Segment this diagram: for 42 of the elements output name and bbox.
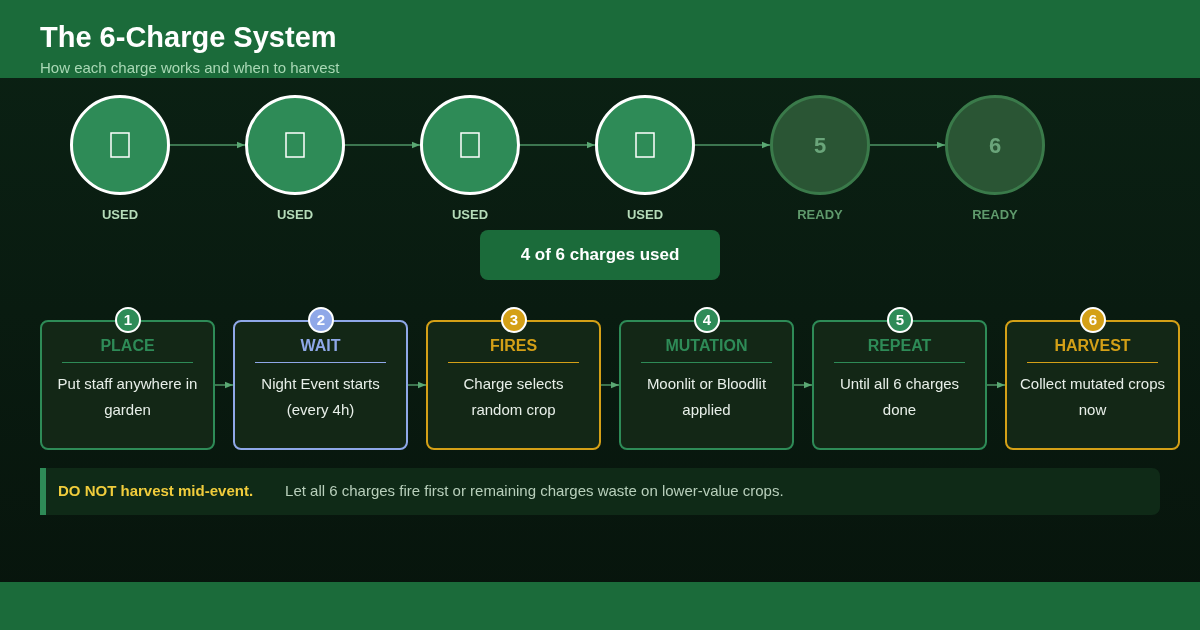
arrow	[986, 381, 1006, 389]
step-number-badge: 6	[1080, 307, 1106, 333]
warning-text: Let all 6 charges fire first or remaining charges waste on lower-value crops.	[285, 481, 784, 502]
step-description: Until all 6 charges done	[838, 374, 961, 420]
step-number-badge: 5	[887, 307, 913, 333]
step-heading: WAIT	[255, 334, 386, 363]
arrow	[169, 141, 246, 149]
status-pill: 4 of 6 charges used	[480, 230, 720, 280]
step-number-badge: 1	[115, 307, 141, 333]
step-heading: REPEAT	[834, 334, 965, 363]
title: The 6-Charge System	[40, 20, 337, 55]
step-heading: HARVEST	[1027, 334, 1158, 363]
arrow	[344, 141, 421, 149]
step-description: Charge selects random crop	[462, 374, 565, 420]
charge-status: USED	[100, 206, 140, 224]
arrow	[793, 381, 813, 389]
arrow	[694, 141, 771, 149]
arrow	[519, 141, 596, 149]
warning-title: DO NOT harvest mid-event.	[58, 481, 254, 502]
charge-status: READY	[796, 206, 844, 224]
step-description: Night Event starts (every 4h)	[260, 374, 381, 420]
step-description: Moonlit or Bloodlit applied	[645, 374, 768, 420]
charge-status: READY	[971, 206, 1019, 224]
step-number-badge: 4	[694, 307, 720, 333]
step-description: Collect mutated crops now	[1018, 374, 1167, 420]
arrow	[214, 381, 234, 389]
charge-number: 5	[813, 131, 827, 160]
warning-banner	[40, 468, 1160, 515]
subtitle: How each charge works and when to harvest	[40, 58, 340, 78]
arrow	[407, 381, 427, 389]
charge-status: USED	[625, 206, 665, 224]
step-number-badge: 2	[308, 307, 334, 333]
arrow	[600, 381, 620, 389]
charge-status: USED	[450, 206, 490, 224]
step-number-badge: 3	[501, 307, 527, 333]
step-heading: FIRES	[448, 334, 579, 363]
step-heading: PLACE	[62, 334, 193, 363]
arrow	[869, 141, 946, 149]
charge-number: 6	[988, 131, 1002, 160]
charge-status: USED	[275, 206, 315, 224]
step-heading: MUTATION	[641, 334, 772, 363]
step-description: Put staff anywhere in garden	[56, 374, 199, 420]
